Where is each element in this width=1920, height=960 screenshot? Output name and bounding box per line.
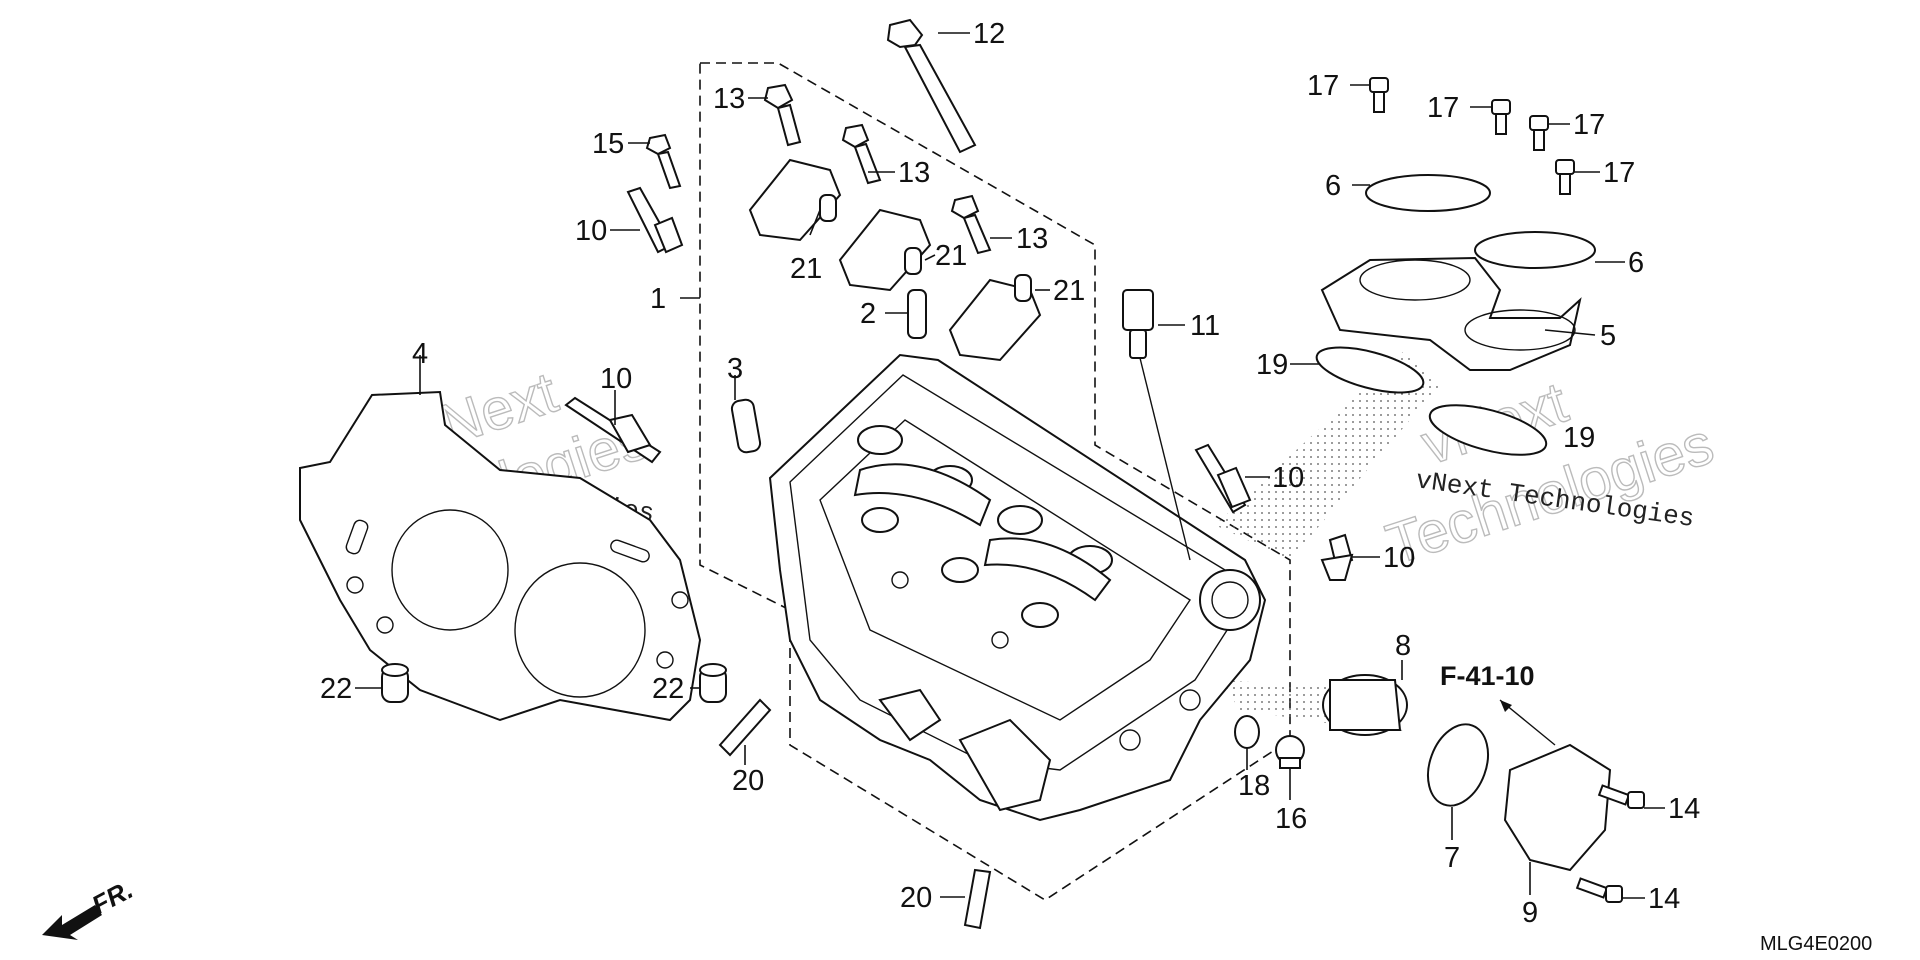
callout-5: 5 (1600, 320, 1616, 352)
head-gasket (299, 390, 702, 722)
seal-7 (1427, 723, 1489, 807)
callout-4: 4 (412, 338, 428, 370)
callout-2: 2 (860, 298, 876, 330)
thermostat-cover-9 (1503, 743, 1612, 872)
callout-17-d: 17 (1603, 157, 1635, 189)
sensor-10-d (1320, 533, 1354, 581)
callout-10-a: 10 (575, 215, 607, 247)
bolt-13-c (950, 194, 992, 255)
callout-7: 7 (1444, 842, 1460, 874)
callout-10-d: 10 (1383, 542, 1415, 574)
guide-2 (907, 289, 927, 339)
callout-14-b: 14 (1648, 883, 1680, 915)
cam-journals (853, 425, 1261, 631)
dowel-22-a (381, 663, 409, 703)
dowel-21-c (1014, 274, 1032, 302)
callout-11: 11 (1190, 310, 1220, 342)
callout-6-a: 6 (1325, 170, 1341, 202)
callout-13-b: 13 (898, 157, 930, 189)
stud-20-a (718, 698, 772, 757)
leader-lines (355, 32, 1665, 899)
bolt-15 (645, 133, 682, 190)
cylinder-head (768, 353, 1267, 822)
callout-20-a: 20 (732, 765, 764, 797)
bolt-12 (886, 18, 977, 154)
callout-10-b: 10 (600, 363, 632, 395)
callout-6-b: 6 (1628, 247, 1644, 279)
watermark-right: vNext Technologies vNext Technologies (1378, 369, 1721, 578)
spark-plug-10-b (564, 396, 662, 464)
reference-label: F-41-10 (1440, 661, 1535, 691)
bolt-14-b (1575, 877, 1623, 903)
bolt-17-a (1369, 77, 1389, 113)
bolt-16 (1275, 735, 1305, 769)
bolt-13-a (763, 83, 802, 147)
insulator-5 (1320, 256, 1582, 371)
callout-16: 16 (1275, 803, 1307, 835)
spark-plug-10-c (1194, 443, 1252, 514)
callout-19-b: 19 (1563, 422, 1595, 454)
callout-15: 15 (592, 128, 624, 160)
callout-8: 8 (1395, 630, 1411, 662)
bolt-17-d (1555, 159, 1575, 195)
front-arrow-icon: FR. (42, 874, 138, 940)
callout-18: 18 (1238, 770, 1270, 802)
callout-13-c: 13 (1016, 223, 1048, 255)
sensor-11 (1122, 289, 1154, 359)
callout-20-b: 20 (900, 882, 932, 914)
callout-21-a: 21 (790, 253, 822, 285)
callout-3: 3 (727, 353, 743, 385)
dotted-field-intake (1215, 350, 1440, 560)
callout-21-c: 21 (1053, 275, 1085, 307)
callout-numbers: 12 13 13 13 15 10 21 21 21 2 1 11 3 4 10… (320, 18, 1700, 929)
spark-plug-10-a (626, 186, 684, 254)
thermostat-8 (1322, 674, 1408, 736)
bolt-17-c (1529, 115, 1549, 151)
clamp-6-a (1365, 174, 1491, 212)
callout-19-a: 19 (1256, 349, 1288, 381)
dowel-22-b (699, 663, 727, 703)
callout-21-b: 21 (935, 240, 967, 272)
bolt-14-a (1597, 784, 1645, 809)
callout-1: 1 (650, 283, 666, 315)
dowel-21-a (819, 194, 837, 222)
clamp-6-b (1474, 231, 1596, 269)
callout-10-c: 10 (1272, 462, 1304, 494)
washer-18 (1234, 715, 1260, 749)
bolt-13-b (841, 123, 882, 185)
cam-holder-a (748, 158, 842, 242)
dowel-21-b (904, 247, 922, 275)
callout-9: 9 (1522, 897, 1538, 929)
callout-22-b: 22 (652, 673, 684, 705)
sensor-11-guide-line (1139, 357, 1191, 561)
callout-22-a: 22 (320, 673, 352, 705)
callout-17-a: 17 (1307, 70, 1339, 102)
bolt-17-b (1491, 99, 1511, 135)
diagram-code: MLG4E0200 (1760, 933, 1872, 955)
callout-17-b: 17 (1427, 92, 1459, 124)
stud-20-b (963, 868, 992, 930)
cover-arrow-head (1500, 700, 1512, 712)
callout-17-c: 17 (1573, 109, 1605, 141)
o-ring-19-a (1315, 346, 1425, 394)
dowel-3 (730, 398, 762, 454)
callout-12: 12 (973, 18, 1005, 50)
callout-13-a: 13 (713, 83, 745, 115)
o-ring-19-b (1428, 404, 1548, 456)
callout-14-a: 14 (1668, 793, 1700, 825)
